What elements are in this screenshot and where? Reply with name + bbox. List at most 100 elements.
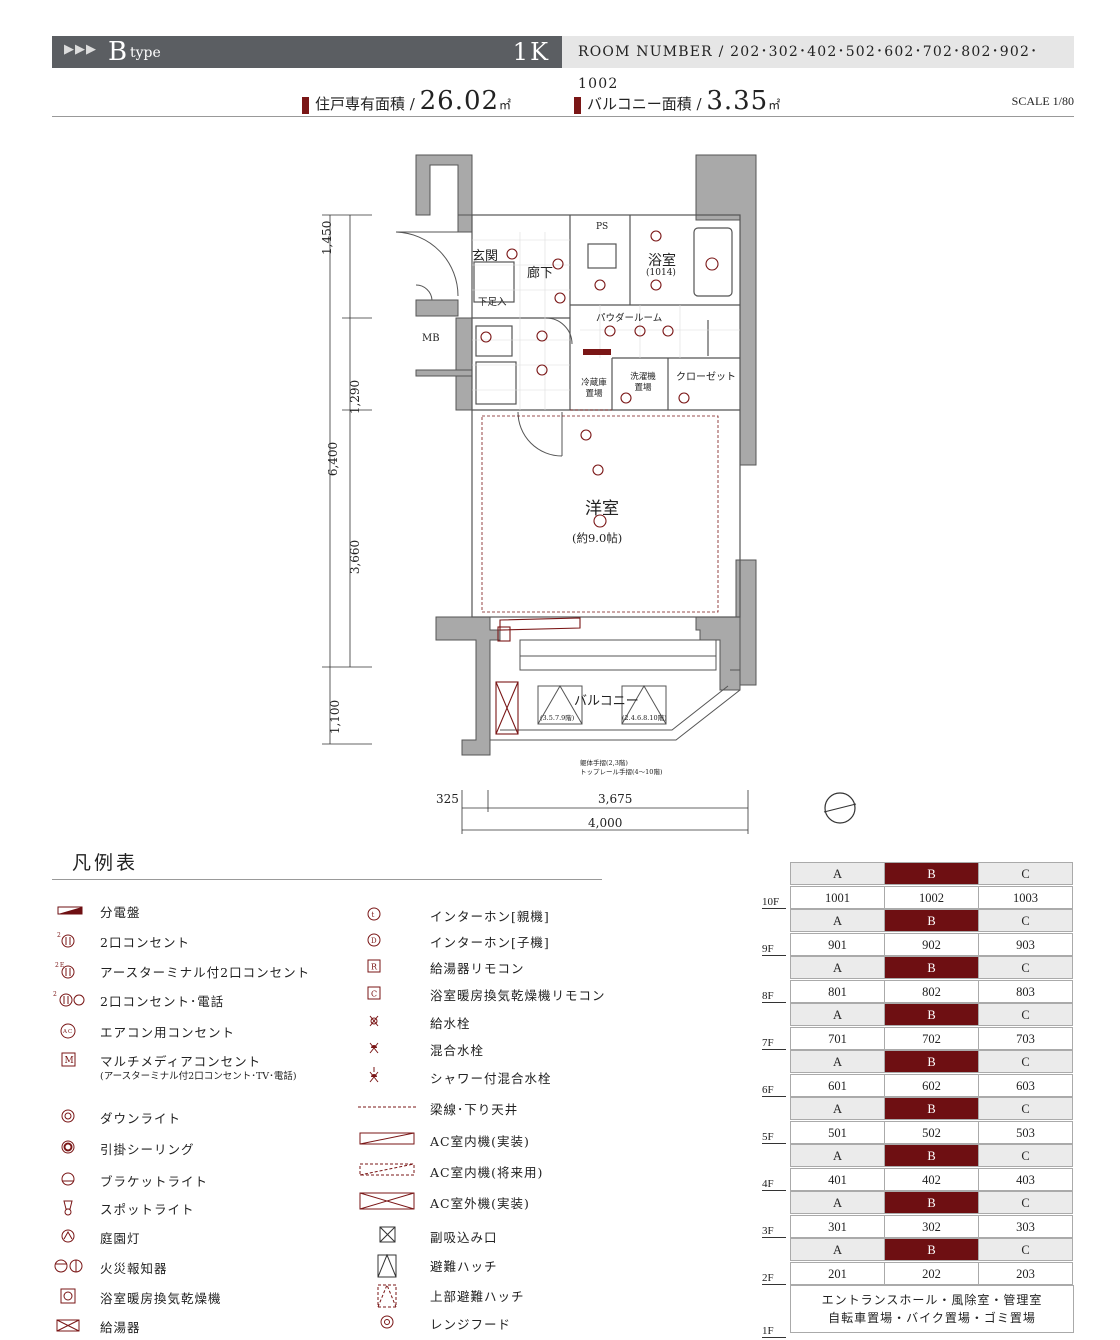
svg-text:2E: 2E [55,962,65,969]
unit-column-label: C [978,1003,1073,1026]
ac-indoor-icon [358,1129,415,1149]
unit-number: 303 [978,1214,1073,1238]
unit-number: 402 [884,1167,979,1191]
unit-number: 702 [884,1026,979,1050]
panel-icon [52,900,88,920]
room-western: 洋室 [585,499,619,519]
legend-label: 庭園灯 [100,1231,141,1246]
unit-column-label: B [884,1238,979,1261]
legend-label: 上部避難ハッチ [430,1289,525,1304]
balcony-area: バルコニー面積 / 3.35㎡ [574,86,781,116]
unit-number: 902 [884,932,979,956]
legend-label: エアコン用コンセント [100,1025,236,1040]
legend-label: 梁線･下り天井 [430,1102,519,1117]
unit-column-label: C [978,862,1073,885]
floor-label: 8F [762,990,786,1003]
unit-column-label: C [978,1050,1073,1073]
balcony-area-value: 3.35 [706,86,769,116]
heater-remote-icon: R [358,956,394,976]
western-size: (約9.0帖) [572,531,623,545]
meter-box: MB [422,333,440,344]
legend-label: アースターミナル付2口コンセント [100,965,311,980]
svg-text:2: 2 [57,932,62,939]
intercom-main-icon: t [358,904,394,924]
outlet-tel-icon: 2 [52,989,88,1009]
fire-alarm-icon [52,1256,88,1276]
legend-label: ダウンライト [100,1111,182,1126]
unit-column-label: C [978,1238,1073,1261]
unit-number: 302 [884,1214,979,1238]
legend-label: 2口コンセント [100,935,190,950]
dryer-remote-icon: C [358,983,394,1003]
unit-number: 801 [790,979,885,1003]
ac-outlet-icon: AC [52,1020,88,1040]
dim-3675: 3,675 [598,792,633,806]
svg-text:C: C [371,990,378,999]
pipe-space: PS [596,222,609,232]
unit-number: 403 [978,1167,1073,1191]
room-bath: 浴室 [648,253,676,269]
legend-title: 凡例表 [72,852,139,874]
intake-icon [358,1225,396,1245]
unit-number: 903 [978,932,1073,956]
mix-tap-icon [358,1038,394,1058]
ceiling-icon [52,1137,88,1157]
unit-column-label: C [978,909,1073,932]
floor-label: 9F [762,943,786,956]
legend-label: マルチメディアコンセント [100,1054,262,1069]
unit-column-label: B [884,1097,979,1120]
exclusive-area: 住戸専有面積 / 26.02㎡ [302,86,511,116]
unit-column-label: A [790,1003,885,1026]
unit-number: 301 [790,1214,885,1238]
unit-column-label: B [884,862,979,885]
arrows-icon: ▶▶▶ [64,42,97,57]
ac-indoor-future-icon [358,1160,415,1180]
room-entrance: 玄関 [472,249,499,264]
room-hall: 廊下 [527,266,554,281]
unit-number: 503 [978,1120,1073,1144]
unit-column-label: C [978,956,1073,979]
floor-label: 1F [762,1325,786,1338]
square-marker-icon [302,96,309,114]
upper-hatch-icon [358,1283,397,1308]
unit-column-label: B [884,1191,979,1214]
outlet-earth-icon: 2E [52,960,88,980]
unit-column-label: A [790,1050,885,1073]
floor-label: 6F [762,1084,786,1097]
unit-column-label: B [884,1003,979,1026]
legend-label: 混合水栓 [430,1043,485,1058]
exclusive-area-value: 26.02 [419,86,500,116]
unit-number: 501 [790,1120,885,1144]
room-number-banner: ROOM NUMBER / 202･302･402･502･602･702･80… [562,36,1074,92]
unit-column-label: C [978,1097,1073,1120]
unit-number: 803 [978,979,1073,1003]
legend-label: 副吸込み口 [430,1230,498,1245]
hatch-floors-b: (2.4.6.8.10階) [622,714,667,722]
hatch-icon [358,1253,397,1278]
scale-label: SCALE 1/80 [1011,94,1074,108]
dim-1290: 1,290 [348,379,363,415]
intercom-sub-icon: D [358,930,394,950]
unit-column-label: C [978,1144,1073,1167]
area-unit: ㎡ [768,98,781,112]
unit-number: 1002 [884,885,979,909]
spot-icon [52,1197,88,1217]
square-marker-icon [574,96,581,114]
svg-text:t: t [372,911,376,919]
hatch-floors-a: (3.5.7.9階) [540,714,575,722]
room-type: 1K [512,38,550,66]
washer-space: 洗濯機 置場 [630,372,656,393]
dim-1450: 1,450 [320,220,334,255]
room-balcony: バルコニー [574,694,639,709]
type-word: type [130,45,161,61]
